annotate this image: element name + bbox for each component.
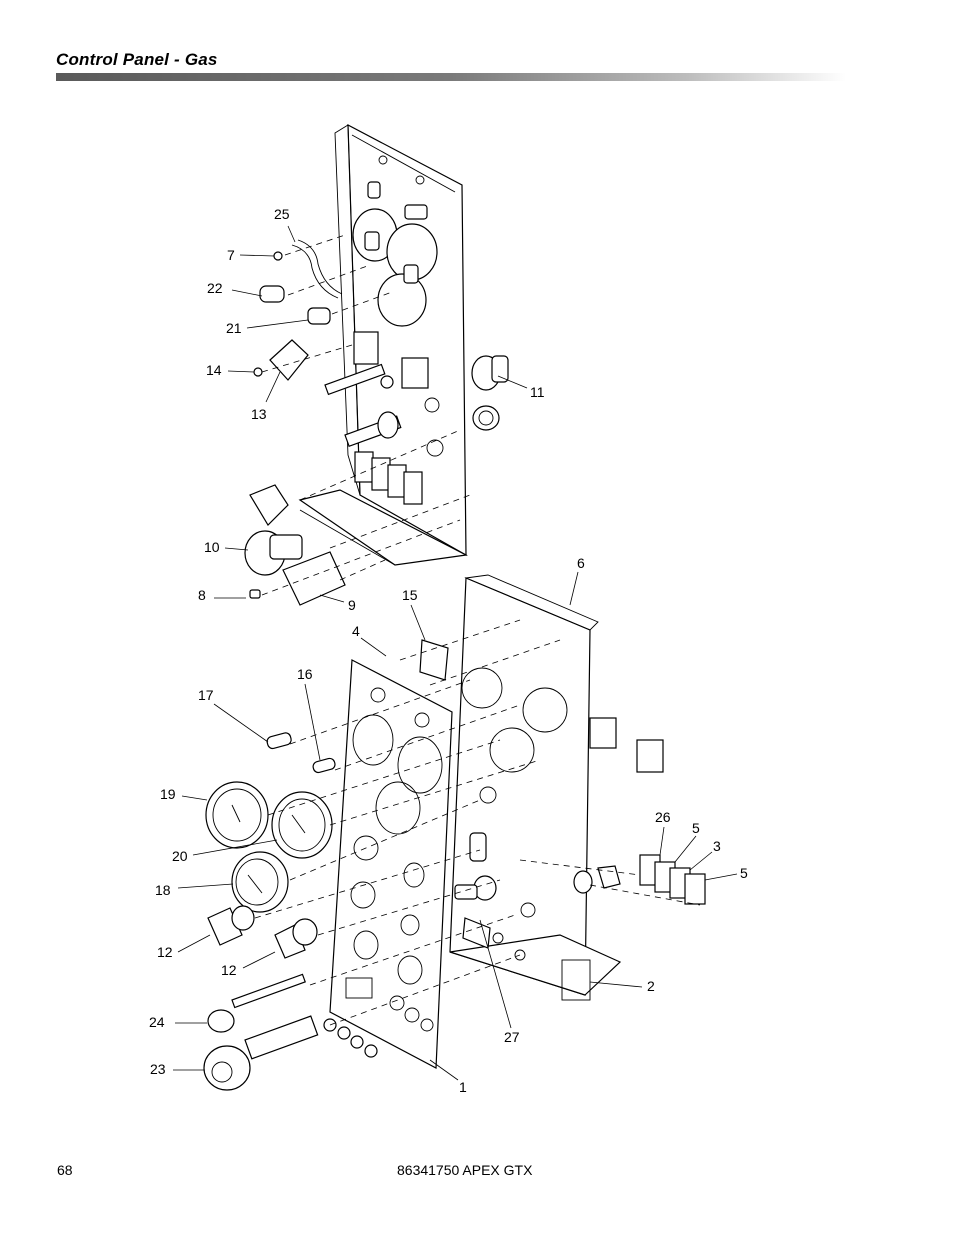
callout-20: 20 (172, 848, 188, 864)
left-upper-parts (253, 239, 343, 381)
switch-bank (573, 854, 706, 905)
callout-18: 18 (155, 882, 171, 898)
callout-2: 2 (647, 978, 655, 994)
callout-16: 16 (297, 666, 313, 682)
knob-part-11 (471, 355, 509, 431)
callout-13: 13 (251, 406, 267, 422)
callout-9: 9 (348, 597, 356, 613)
upper-bracket (298, 123, 468, 566)
callout-26: 26 (655, 809, 671, 825)
callout-24: 24 (149, 1014, 165, 1030)
lower-frame-components (419, 639, 664, 949)
upper-shafts (324, 363, 402, 448)
left-middle-parts (244, 484, 346, 606)
document-id: 86341750 APEX GTX (397, 1162, 533, 1178)
gauges (205, 781, 333, 913)
callout-1: 1 (459, 1079, 467, 1095)
callout-25: 25 (274, 206, 290, 222)
callout-7: 7 (227, 247, 235, 263)
assembly-lines (254, 234, 701, 1026)
callout-6: 6 (577, 555, 585, 571)
callout-14: 14 (206, 362, 222, 378)
callout-15: 15 (402, 587, 418, 603)
callout-23: 23 (150, 1061, 166, 1077)
page-number: 68 (57, 1162, 73, 1178)
callout-labels: 25 7 22 21 14 13 11 10 8 9 6 15 4 16 17 … (149, 206, 748, 1095)
callout-5-upper: 5 (692, 820, 700, 836)
callout-8: 8 (198, 587, 206, 603)
callout-3: 3 (713, 838, 721, 854)
leader-lines (173, 225, 738, 1081)
indicator-lights (207, 905, 318, 959)
upper-switch-blocks (353, 331, 429, 505)
callout-19: 19 (160, 786, 176, 802)
callout-17: 17 (198, 687, 214, 703)
callout-12-left: 12 (157, 944, 173, 960)
callout-11: 11 (530, 384, 545, 400)
callout-4: 4 (352, 623, 360, 639)
callout-10: 10 (204, 539, 220, 555)
callout-5-lower: 5 (740, 865, 748, 881)
page-title: Control Panel - Gas (56, 50, 218, 69)
front-faceplate (329, 659, 453, 1069)
lower-knobs (203, 973, 378, 1091)
upper-gauge-assemblies (352, 181, 438, 327)
small-bulbs (266, 732, 336, 774)
callout-22: 22 (207, 280, 223, 296)
callout-12-right: 12 (221, 962, 237, 978)
callout-21: 21 (226, 320, 242, 336)
callout-27: 27 (504, 1029, 520, 1045)
header-rule (56, 73, 846, 81)
